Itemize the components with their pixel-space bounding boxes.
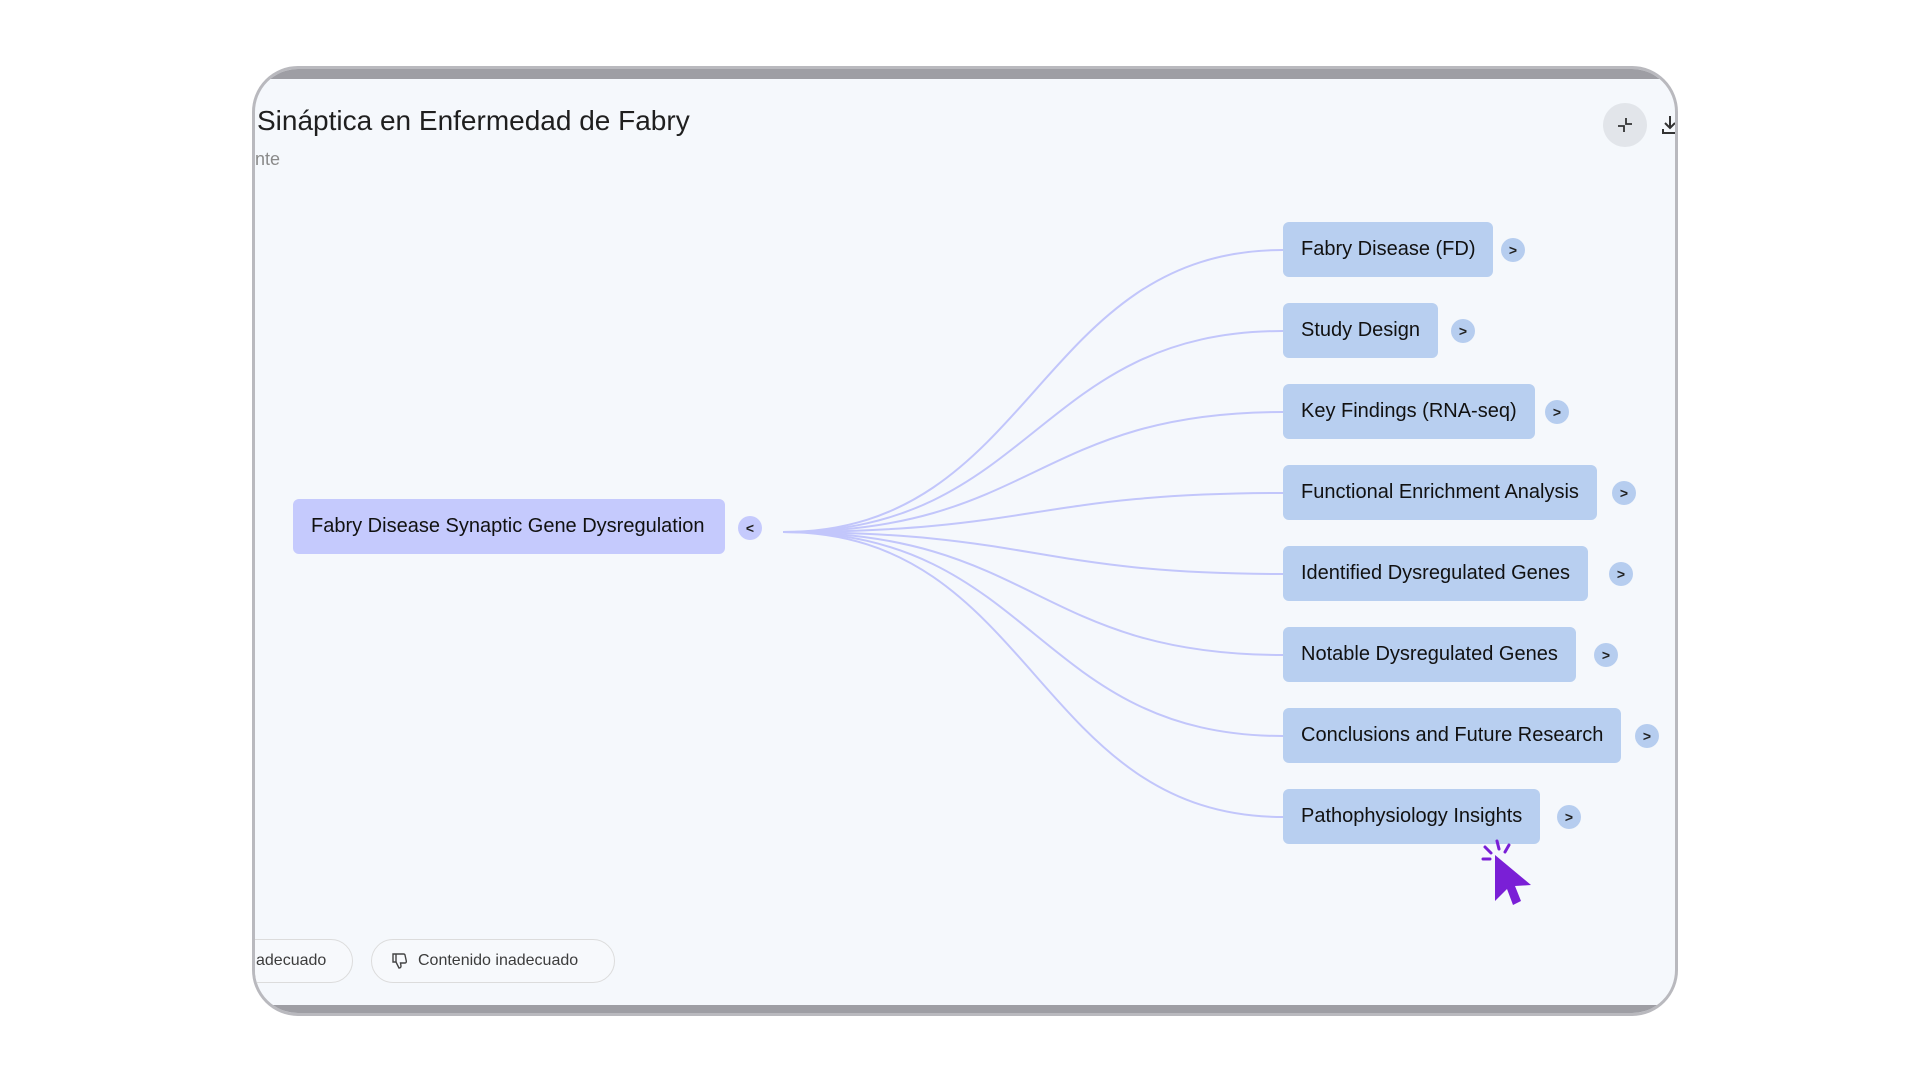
edge-conclusions xyxy=(782,531,1284,737)
page-subtitle: nte xyxy=(255,149,281,169)
app-window: Sináptica en Enfermedad de Fabry nte Fab… xyxy=(252,66,1678,1016)
inappropriate-content-label: Contenido inadecuado xyxy=(418,952,579,969)
node-notable-genes[interactable]: Notable Dysregulated Genes xyxy=(1283,627,1576,682)
feedback-pill-partial[interactable]: adecuado xyxy=(255,939,353,983)
edge-functional-enrichment xyxy=(782,492,1284,533)
root-collapse-toggle[interactable]: < xyxy=(738,516,762,540)
mindmap-edges xyxy=(782,249,1284,818)
edge-pathophysiology xyxy=(782,531,1284,818)
node-conclusions[interactable]: Conclusions and Future Research xyxy=(1283,708,1622,763)
expand-toggle-study-design[interactable]: > xyxy=(1451,319,1475,343)
node-fabry-disease[interactable]: Fabry Disease (FD) xyxy=(1283,222,1494,277)
expand-toggle-pathophysiology[interactable]: > xyxy=(1557,805,1581,829)
expand-toggle-notable-genes[interactable]: > xyxy=(1594,643,1618,667)
feedback-pill-partial-label: adecuado xyxy=(256,952,327,969)
inappropriate-content-button[interactable]: Contenido inadecuado xyxy=(371,939,615,983)
node-functional-enrichment[interactable]: Functional Enrichment Analysis xyxy=(1283,465,1597,520)
edge-identified-genes xyxy=(782,531,1284,575)
collapse-icon xyxy=(1618,118,1632,132)
edge-key-findings xyxy=(782,411,1284,533)
expand-toggle-fabry-disease[interactable]: > xyxy=(1501,238,1525,262)
window-bottom-bar xyxy=(255,1005,1675,1013)
mindmap-root-node[interactable]: Fabry Disease Synaptic Gene Dysregulatio… xyxy=(293,499,725,554)
expand-toggle-conclusions[interactable]: > xyxy=(1635,724,1659,748)
thumbs-down-icon xyxy=(392,953,408,969)
page-title: Sináptica en Enfermedad de Fabry xyxy=(257,105,690,136)
download-icon xyxy=(1662,116,1675,134)
mouse-pointer-icon xyxy=(1481,839,1531,905)
node-pathophysiology[interactable]: Pathophysiology Insights xyxy=(1283,789,1541,844)
collapse-button[interactable] xyxy=(1603,103,1647,147)
expand-toggle-key-findings[interactable]: > xyxy=(1545,400,1569,424)
edge-fabry-disease xyxy=(782,249,1284,533)
node-study-design[interactable]: Study Design xyxy=(1283,303,1438,358)
download-button[interactable] xyxy=(1657,109,1675,141)
edge-study-design xyxy=(782,330,1284,533)
window-top-bar xyxy=(255,69,1675,79)
node-identified-genes[interactable]: Identified Dysregulated Genes xyxy=(1283,546,1589,601)
expand-toggle-identified-genes[interactable]: > xyxy=(1609,562,1633,586)
node-key-findings[interactable]: Key Findings (RNA-seq) xyxy=(1283,384,1535,439)
expand-toggle-functional-enrichment[interactable]: > xyxy=(1612,481,1636,505)
edge-notable-genes xyxy=(782,531,1284,656)
